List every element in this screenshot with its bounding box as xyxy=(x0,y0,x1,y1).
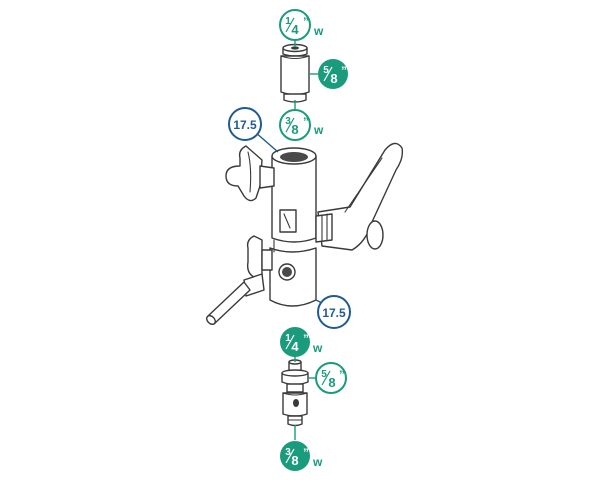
badge-lower-diameter-17-5: 17.5 xyxy=(317,295,351,329)
svg-text:4: 4 xyxy=(291,339,299,354)
badge-top-three-eighths-inch-w: 3 8 ” w xyxy=(279,109,324,141)
svg-text:w: w xyxy=(312,341,323,355)
badge-top-quarter-inch-w: 1 4 ” w xyxy=(279,9,324,41)
svg-text:3: 3 xyxy=(285,116,291,127)
svg-text:5: 5 xyxy=(321,369,327,380)
svg-text:”: ” xyxy=(303,332,309,346)
svg-text:8: 8 xyxy=(291,122,298,137)
svg-text:1: 1 xyxy=(285,333,291,344)
bottom-spigot-adapter xyxy=(281,359,309,427)
svg-text:17.5: 17.5 xyxy=(322,306,346,320)
svg-text:”: ” xyxy=(339,368,345,382)
svg-text:w: w xyxy=(313,123,324,137)
svg-text:8: 8 xyxy=(330,71,337,86)
svg-text:8: 8 xyxy=(291,453,298,468)
top-spigot-adapter xyxy=(280,43,310,103)
svg-text:8: 8 xyxy=(328,375,335,390)
svg-text:w: w xyxy=(312,455,323,469)
badge-top-five-eighths-inch: 5 8 ” xyxy=(318,59,348,89)
badge-upper-diameter-17-5: 17.5 xyxy=(228,107,262,141)
light-stand-head xyxy=(205,142,404,326)
svg-text:”: ” xyxy=(303,115,309,129)
svg-text:”: ” xyxy=(303,446,309,460)
badge-bottom-three-eighths-inch-w: 3 8 ” w xyxy=(280,441,323,471)
svg-text:1: 1 xyxy=(285,16,291,27)
svg-text:3: 3 xyxy=(285,447,291,458)
svg-text:”: ” xyxy=(341,64,347,78)
svg-text:17.5: 17.5 xyxy=(233,118,257,132)
svg-text:5: 5 xyxy=(323,65,329,76)
svg-text:”: ” xyxy=(303,15,309,29)
svg-text:w: w xyxy=(313,24,324,38)
badge-bottom-quarter-inch-w: 1 4 ” w xyxy=(280,327,323,357)
svg-text:4: 4 xyxy=(291,22,299,37)
badge-bottom-five-eighths-inch: 5 8 ” xyxy=(315,362,347,394)
